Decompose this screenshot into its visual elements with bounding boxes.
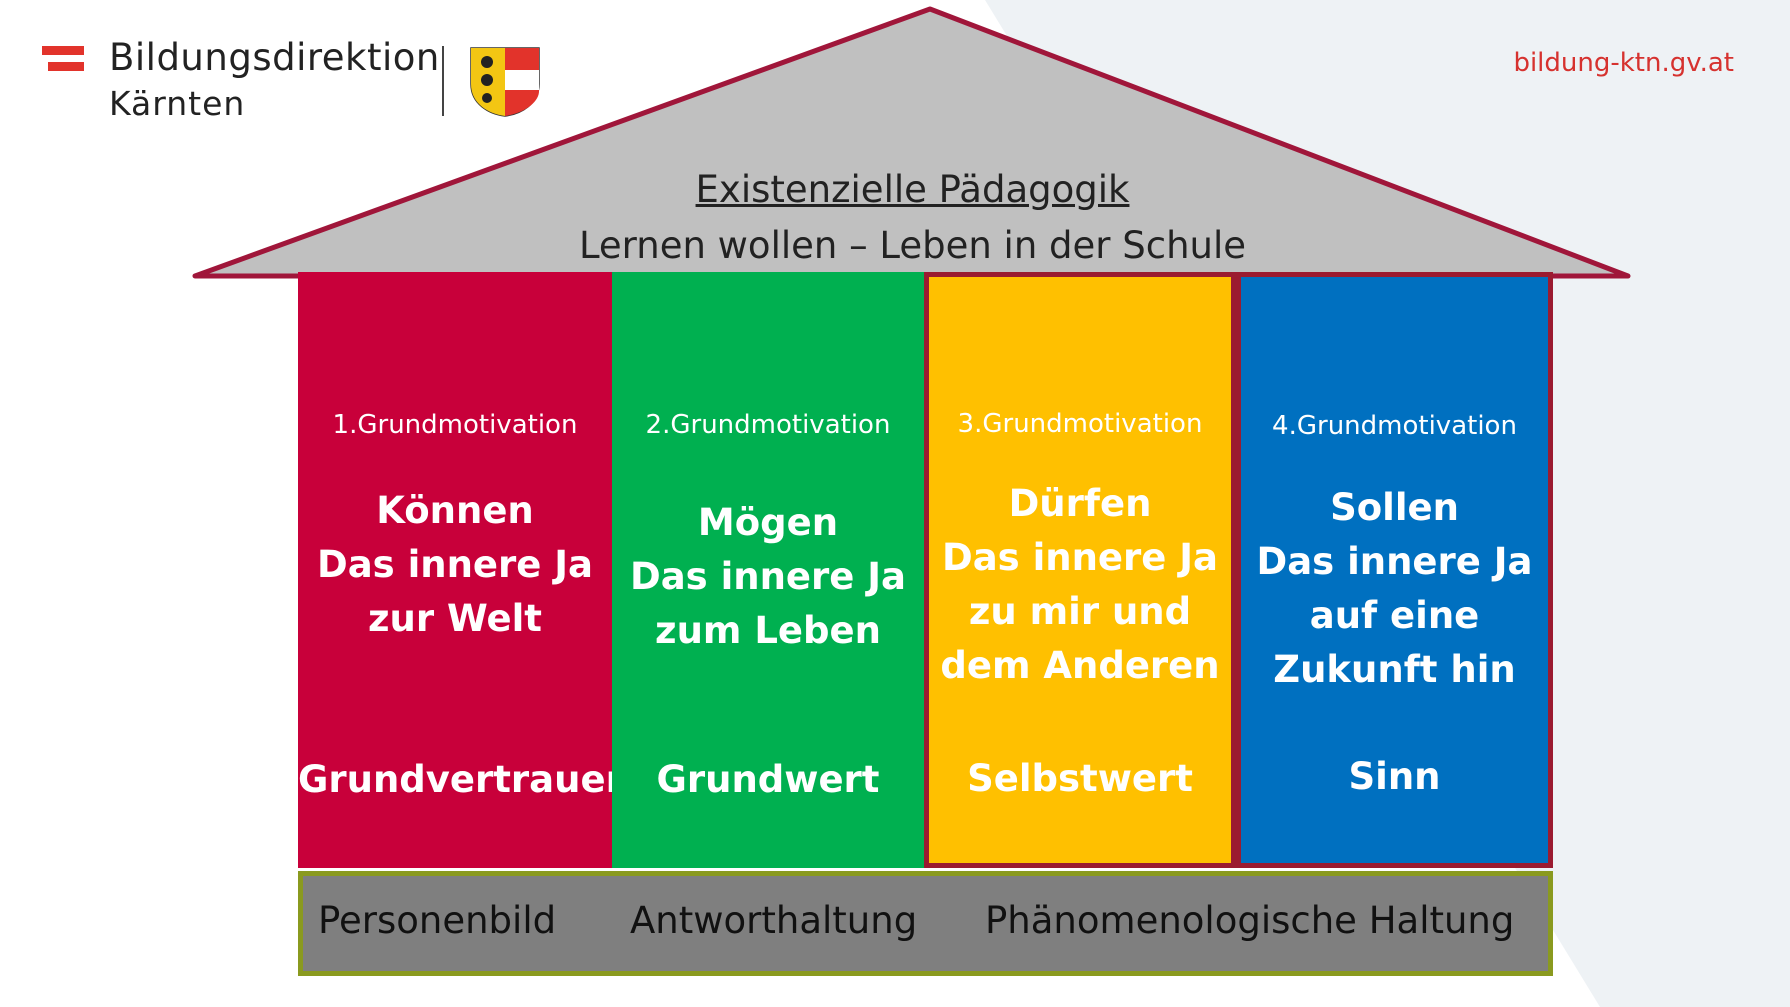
brand-divider [442,46,444,116]
pillar-body: Können Das innere Ja zur Welt [316,489,593,640]
pillar-heading: 2.Grundmotivation [645,410,891,440]
brand-region: Kärnten [109,84,246,123]
pillar-heading: 3.Grundmotivation [957,409,1203,439]
brand-name: Bildungsdirektion [109,36,440,79]
pillar-2: 2.Grundmotivation Mögen Das innere Ja zu… [612,272,924,868]
pillar-footer: Grundwert [656,758,880,801]
pillar-body: Sollen Das innere Ja auf eine Zukunft hi… [1256,486,1533,691]
house-foundation: Personenbild Antworthaltung Phänomenolog… [298,871,1553,976]
pillar-footer: Sinn [1348,755,1441,798]
pillar-footer: Selbstwert [967,757,1193,800]
foundation-item: Phänomenologische Haltung [985,899,1515,942]
pillar-4: 4.Grundmotivation Sollen Das innere Ja a… [1236,272,1553,868]
website-link[interactable]: bildung-ktn.gv.at [1513,48,1734,78]
pillar-body: Dürfen Das innere Ja zu mir und dem Ande… [940,482,1220,687]
pillar-3: 3.Grundmotivation Dürfen Das innere Ja z… [924,272,1236,868]
roof-title: Existenzielle Pädagogik [695,168,1130,211]
pillar-body: Mögen Das innere Ja zum Leben [629,501,906,652]
roof-subtitle: Lernen wollen – Leben in der Schule [578,224,1247,267]
pillar-1: 1.Grundmotivation Können Das innere Ja z… [298,272,632,868]
pillar-footer: Grundvertrauen [298,758,632,801]
pillar-heading: 4.Grundmotivation [1272,411,1517,441]
pillar-heading: 1.Grundmotivation [332,410,578,440]
foundation-item: Antworthaltung [630,899,918,942]
austria-flag-icon [42,46,84,71]
foundation-item: Personenbild [318,899,557,942]
carinthia-coat-of-arms-icon [470,47,540,117]
